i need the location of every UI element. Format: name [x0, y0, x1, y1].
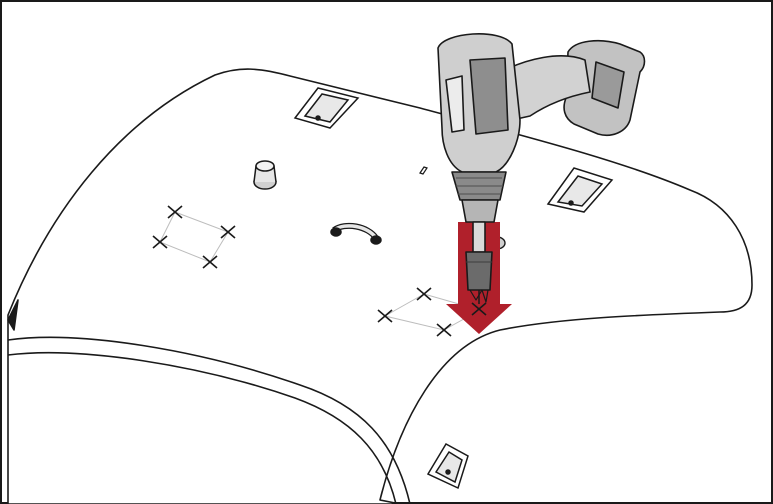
slot-mark: [419, 166, 428, 175]
mounting-bracket-icon: [546, 167, 614, 213]
drill-pattern-left: [152, 205, 236, 269]
power-drill-icon: [437, 33, 646, 304]
drill-mark-x-icon: [471, 302, 487, 316]
drill-mark-x-icon: [220, 225, 236, 239]
mounting-bracket-icon: [426, 442, 469, 490]
knob-icon: [253, 160, 277, 190]
drill-mark-x-icon: [152, 235, 168, 249]
drill-mark-x-icon: [377, 309, 393, 323]
mounting-bracket-icon: [293, 87, 360, 129]
hole-saw-icon: [469, 289, 489, 303]
drill-mark-x-icon: [202, 255, 218, 269]
drill-mark-x-icon: [167, 205, 183, 219]
drill-mark-x-icon: [436, 323, 452, 337]
drill-mark-x-icon: [416, 287, 432, 301]
handle-icon: [330, 222, 382, 245]
